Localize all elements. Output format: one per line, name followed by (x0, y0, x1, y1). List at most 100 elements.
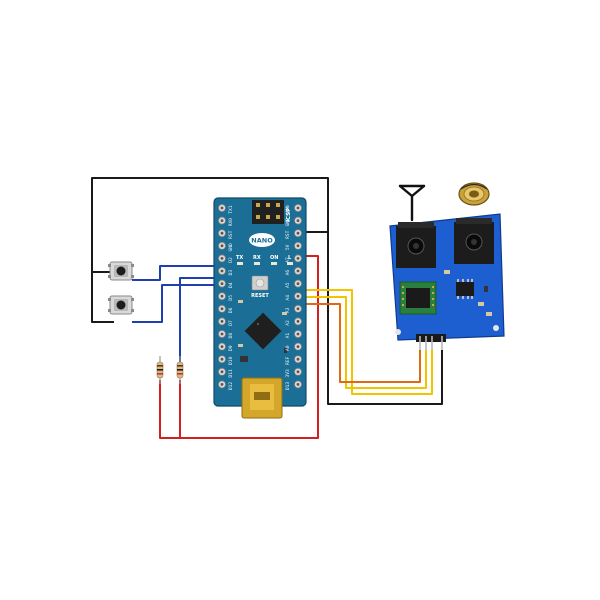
pin-left-gnd: GND (217, 241, 234, 252)
usb-connector (241, 377, 283, 419)
led-rx-label: RX (253, 255, 261, 261)
pin-left-d12: D12 (217, 380, 234, 391)
reset-label: RESET (251, 293, 269, 299)
pin-label: D8 (228, 333, 234, 339)
pin-left-d4: D4 (217, 279, 234, 288)
wire-black-button-ground (91, 272, 114, 323)
pin-label: A7 (285, 257, 291, 263)
wire-black-module-gnd (327, 232, 443, 405)
push-button-2[interactable] (108, 295, 134, 315)
wire-blue-resistor2 (179, 277, 222, 362)
pin-label: A4 (285, 295, 291, 301)
resistor-1 (156, 356, 164, 384)
pin-right-a3: A3 (285, 304, 302, 313)
led-tx-label: TX (236, 255, 243, 261)
led-on-label: ON (270, 255, 278, 261)
pin-right-vin: VIN (285, 203, 302, 214)
speaker-icon (458, 182, 490, 206)
pin-label: 3V3 (285, 369, 291, 378)
wire-blue-button2 (132, 284, 222, 323)
fm-radio-module (389, 213, 505, 350)
pin-right-a1: A1 (285, 329, 302, 339)
pin-right-a6: A6 (285, 266, 302, 276)
push-button-1[interactable] (108, 261, 134, 281)
pin-label: A0 (285, 345, 291, 351)
pin-label: A5 (285, 282, 291, 288)
audio-jack-left (396, 222, 436, 268)
pin-left-d11: D11 (217, 367, 234, 378)
pin-right-gnd: GND (285, 216, 302, 227)
radio-chip (399, 281, 437, 315)
pin-right-a5: A5 (285, 279, 302, 288)
pin-label: RST (285, 230, 291, 239)
pin-right-3v3: 3V3 (285, 367, 302, 378)
pin-label: D9 (228, 345, 234, 351)
pin-left-d6: D6 (217, 304, 234, 313)
pin-label: A3 (285, 307, 291, 313)
pin-label: A1 (285, 333, 291, 339)
pin-label: D3 (228, 270, 234, 276)
pin-left-d3: D3 (217, 266, 234, 276)
pin-label: 5V (285, 244, 291, 250)
pin-left-tx1: TX1 (217, 203, 234, 214)
wire-blue-button1 (132, 265, 222, 281)
pin-label: D7 (228, 320, 234, 326)
pin-label: A6 (285, 270, 291, 276)
microcontroller-chip (244, 312, 282, 350)
arduino-nano-board: ICSP NANO TX RX ON L RESET (213, 197, 307, 419)
antenna-icon (398, 184, 426, 222)
pin-label: TX1 (228, 205, 234, 214)
icsp-header: ICSP (252, 200, 292, 224)
pin-right-a0: A0 (285, 342, 302, 351)
module-components (395, 270, 499, 335)
pin-right-rst: RST (285, 229, 302, 239)
smd-components (238, 300, 287, 362)
wire-yellow-scl (300, 296, 427, 389)
pin-left-rst: RST (217, 229, 234, 239)
wires (91, 177, 443, 439)
led-l-label: L (288, 255, 292, 261)
pin-label: REF (285, 356, 291, 365)
pin-right-a7: A7 (285, 254, 302, 263)
pin-left-d2: D2 (217, 254, 234, 263)
pin-label: RST (228, 230, 234, 239)
icsp-label: ICSP (286, 208, 292, 222)
pin-label: D6 (228, 307, 234, 313)
pin-label: D12 (228, 382, 234, 391)
module-pin-header (416, 334, 446, 350)
pin-left-d10: D10 (217, 355, 234, 365)
wire-yellow-sda (300, 289, 433, 395)
reset-button[interactable] (251, 275, 269, 291)
pin-right-a4: A4 (285, 292, 302, 301)
pin-label: D4 (228, 282, 234, 288)
pin-label: GND (228, 243, 234, 252)
nano-badge: NANO (249, 233, 275, 247)
pin-label: D13 (285, 382, 291, 391)
pin-label: A2 (285, 320, 291, 326)
pin-left-d8: D8 (217, 329, 234, 339)
pin-label: D5 (228, 295, 234, 301)
pin-left-d5: D5 (217, 292, 234, 301)
nano-badge-label: NANO (251, 237, 273, 245)
amplifier-chip (456, 279, 474, 299)
wire-orange-vcc (300, 303, 421, 383)
audio-jack-right (454, 218, 494, 264)
pin-label: D2 (228, 257, 234, 263)
pin-label: VIN (285, 205, 291, 214)
pin-left-d7: D7 (217, 317, 234, 326)
pin-right-a2: A2 (285, 317, 302, 326)
pin-label: GND (285, 218, 291, 227)
wire-red-5v (159, 255, 319, 439)
pin-right-5v: 5V (285, 241, 302, 250)
pin-left-rx0: RX0 (217, 216, 234, 227)
pin-label: D10 (228, 356, 234, 365)
pin-label: RX0 (228, 218, 234, 227)
resistor-2 (176, 356, 184, 384)
pin-label: D11 (228, 369, 234, 378)
led-indicators: TX RX ON L (236, 255, 293, 265)
pin-right-ref: REF (285, 355, 302, 365)
pin-right-d13: D13 (285, 380, 302, 391)
